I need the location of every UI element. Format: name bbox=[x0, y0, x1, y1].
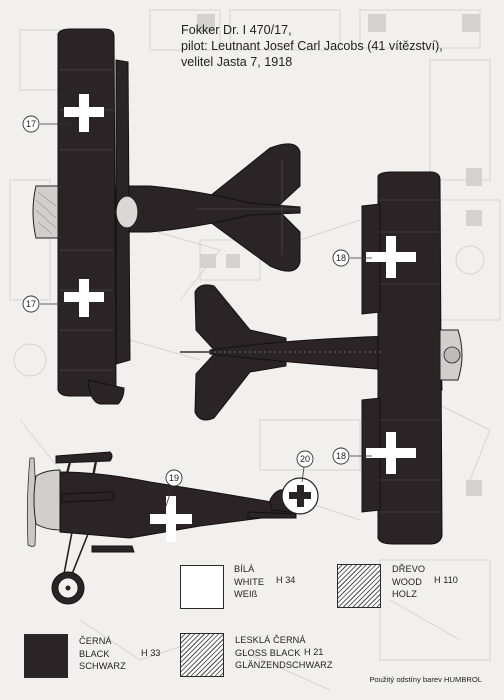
swatch-black bbox=[24, 634, 68, 678]
callout-18a-label: 18 bbox=[336, 253, 346, 263]
callout-19-label: 19 bbox=[169, 473, 179, 483]
white-de-label: WEIß bbox=[234, 589, 258, 599]
white-en-label: WHITE bbox=[234, 576, 265, 587]
callout-18b-label: 18 bbox=[336, 451, 346, 461]
side-view-cowling bbox=[33, 469, 63, 531]
paint-brand-note: Použitý odstíny barev HUMBROL bbox=[369, 675, 482, 684]
gloss-black-cz-label: LESKLÁ ČERNÁ bbox=[235, 635, 306, 645]
gloss-black-en-label: GLOSS BLACK bbox=[235, 647, 301, 658]
top-view-cross-2 bbox=[64, 279, 104, 317]
wood-code: H 110 bbox=[434, 575, 458, 585]
callout-18b bbox=[332, 447, 350, 465]
black-de-label: SCHWARZ bbox=[79, 661, 126, 671]
bottom-view-cross-2 bbox=[366, 432, 416, 474]
caption-line-3: velitel Jasta 7, 1918 bbox=[181, 55, 293, 69]
top-view-cockpit bbox=[115, 195, 139, 229]
callout-18a bbox=[332, 249, 350, 267]
bottom-view-upper-wing bbox=[377, 171, 443, 545]
wood-de-label: HOLZ bbox=[392, 589, 417, 599]
caption-line-1: Fokker Dr. I 470/17, bbox=[181, 23, 292, 37]
bottom-view bbox=[180, 171, 463, 545]
callout-17a-label: 17 bbox=[26, 119, 36, 129]
callout-17b bbox=[22, 295, 40, 313]
top-view-upper-wing bbox=[57, 28, 117, 397]
swatch-white bbox=[180, 565, 224, 609]
white-cz-label: BÍLÁ bbox=[234, 564, 255, 574]
callout-20-label: 20 bbox=[300, 454, 310, 464]
bottom-view-cross-1 bbox=[366, 236, 416, 278]
gloss-black-de-label: GLÄNZENDSCHWARZ bbox=[235, 660, 333, 670]
callout-19 bbox=[165, 469, 183, 487]
side-view bbox=[26, 451, 319, 605]
swatch-gloss-black bbox=[180, 633, 224, 677]
swatch-wood bbox=[337, 564, 381, 608]
callout-20 bbox=[296, 450, 314, 468]
callout-17b-label: 17 bbox=[26, 299, 36, 309]
top-view-cross-1 bbox=[64, 94, 104, 132]
gloss-black-code: H 21 bbox=[304, 647, 324, 657]
top-view-cowling bbox=[32, 185, 59, 239]
black-en-label: BLACK bbox=[79, 648, 110, 659]
side-view-cross bbox=[150, 496, 192, 542]
wood-en-label: WOOD bbox=[392, 576, 422, 587]
caption-line-2: pilot: Leutnant Josef Carl Jacobs (41 ví… bbox=[181, 39, 443, 53]
callout-17a bbox=[22, 115, 40, 133]
wood-cz-label: DŘEVO bbox=[392, 564, 426, 574]
black-cz-label: ČERNÁ bbox=[79, 636, 112, 646]
black-code: H 33 bbox=[141, 648, 161, 658]
white-code: H 34 bbox=[276, 575, 296, 585]
top-view bbox=[32, 28, 301, 405]
side-view-top-wing bbox=[55, 451, 113, 464]
aircraft-caption: Fokker Dr. I 470/17, pilot: Leutnant Jos… bbox=[181, 22, 481, 70]
